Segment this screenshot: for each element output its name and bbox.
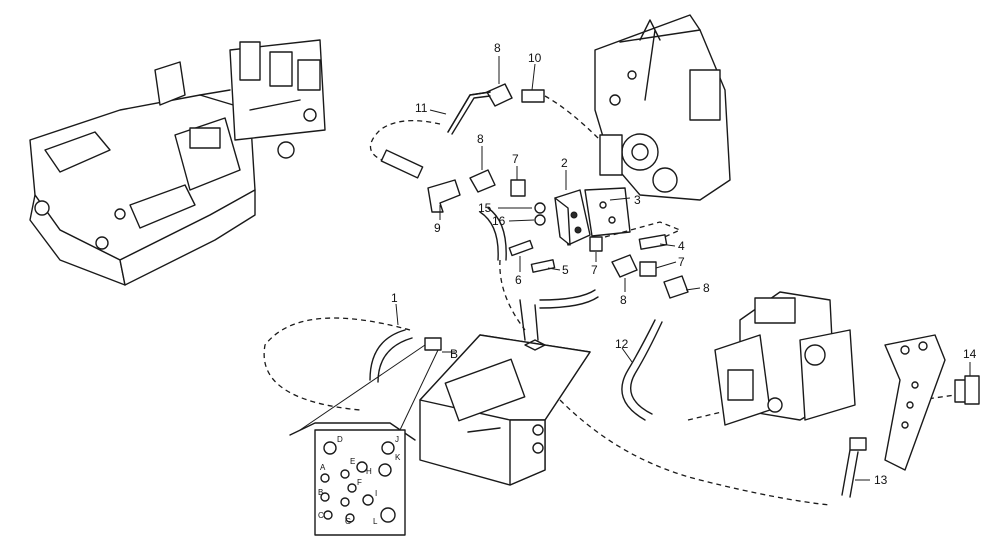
pin-label-d: D [337,435,343,444]
pin-label-b: B [318,488,323,497]
transmission-housing [594,14,731,201]
tank [419,299,591,486]
pin-label-g: G [345,517,351,526]
pin-label-i: I [375,489,377,498]
pin-label-f: F [357,478,362,487]
callout-2: 2 [561,156,568,170]
pin-label-a: A [320,463,326,472]
callouts: 8 10 11 8 7 2 3 9 15 16 4 5 6 7 7 8 8 1 … [391,41,977,487]
callout-14: 14 [963,347,977,361]
leader-lines [395,56,971,481]
callout-b: B [450,347,458,361]
callout-9: 9 [434,221,441,235]
callout-8-low: 8 [620,293,627,307]
tractor-frame [29,39,326,286]
connector-detail: D J A E K H F B I C G L [289,344,439,536]
hoses [369,91,867,498]
callout-8-top: 8 [494,41,501,55]
valve-block [554,189,591,246]
callout-4: 4 [678,239,685,253]
callout-15: 15 [478,201,492,215]
callout-7-top: 7 [512,152,519,166]
callout-6: 6 [515,273,522,287]
routing-lines [263,95,956,506]
bracket [884,334,980,471]
callout-12: 12 [615,337,629,351]
fittings [424,83,689,351]
callout-10: 10 [528,51,542,65]
callout-16: 16 [492,214,506,228]
pin-label-h: H [366,467,372,476]
pin-label-e: E [350,457,355,466]
pin-label-l: L [373,517,378,526]
control-valve-assembly [714,291,856,426]
callout-7-right: 7 [678,255,685,269]
callout-11: 11 [415,101,428,115]
callout-7-mid: 7 [591,263,598,277]
callout-1: 1 [391,291,398,305]
pin-label-c: C [318,511,324,520]
pin-label-k: K [395,453,401,462]
callout-13: 13 [874,473,888,487]
callout-8-right: 8 [703,281,710,295]
callout-5: 5 [562,263,569,277]
callout-3: 3 [634,193,641,207]
pin-label-j: J [395,435,399,444]
callout-8-mid: 8 [477,132,484,146]
